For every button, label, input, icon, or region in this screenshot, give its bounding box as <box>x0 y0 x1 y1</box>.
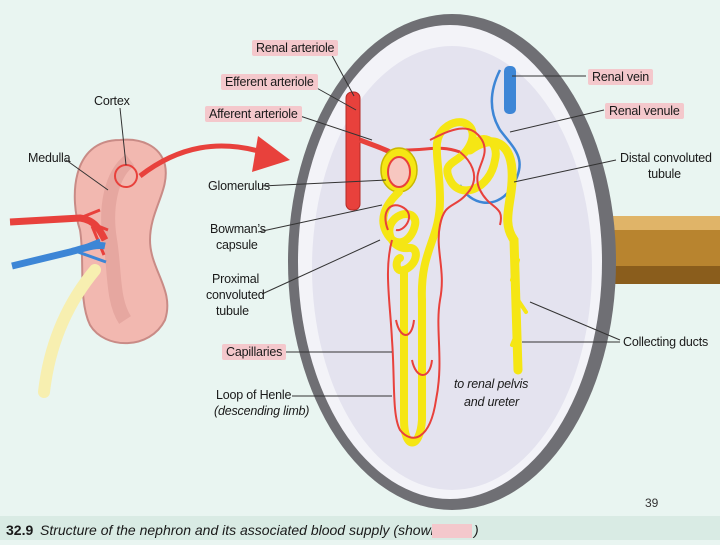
caption-text: Structure of the nephron and its associa… <box>40 522 458 538</box>
caption-number: 32.9 <box>6 522 34 538</box>
kidney <box>9 138 169 398</box>
label-renal-venule: Renal venule <box>605 103 684 119</box>
label-descending-limb: (descending limb) <box>214 404 310 418</box>
caption-color-swatch <box>432 524 472 538</box>
renal-vein-vessel <box>458 66 521 204</box>
label-capillaries: Capillaries <box>222 344 287 360</box>
label-collecting-ducts: Collecting ducts <box>623 335 709 349</box>
label-distal-line1: Distal convoluted <box>620 151 712 165</box>
capillary-network <box>384 127 502 439</box>
label-proximal-line3: tubule <box>216 304 249 318</box>
label-medulla: Medulla <box>28 151 71 165</box>
label-afferent-arteriole: Afferent arteriole <box>205 106 302 122</box>
page-number: 39 <box>645 496 659 510</box>
label-proximal-line1: Proximal <box>212 272 260 286</box>
label-bowmans-capsule-line1: Bowman’s <box>210 222 266 236</box>
label-efferent-arteriole: Efferent arteriole <box>221 74 318 90</box>
label-cortex: Cortex <box>94 94 130 108</box>
label-bowmans-capsule-line2: capsule <box>216 238 258 252</box>
label-loop-of-henle: Loop of Henle <box>216 388 292 402</box>
magnifier-lens <box>288 14 616 510</box>
pointer-lines <box>65 47 621 397</box>
caption-bar <box>0 516 720 540</box>
tubule-network <box>379 118 528 447</box>
renal-arteriole-vessel <box>345 91 361 211</box>
glomerulus-capsule <box>380 147 418 193</box>
label-renal-vein: Renal vein <box>588 69 654 85</box>
label-to-renal-pelvis-line1: to renal pelvis <box>454 377 529 391</box>
label-proximal-line2: convoluted <box>206 288 265 302</box>
caption-end: ) <box>474 522 479 538</box>
label-renal-arteriole: Renal arteriole <box>252 40 339 56</box>
label-glomerulus: Glomerulus <box>208 179 270 193</box>
label-to-renal-pelvis-line2: and ureter <box>464 395 519 409</box>
label-distal-line2: tubule <box>648 167 681 181</box>
microscope-tube <box>612 216 720 284</box>
zoom-arrow <box>138 136 290 178</box>
